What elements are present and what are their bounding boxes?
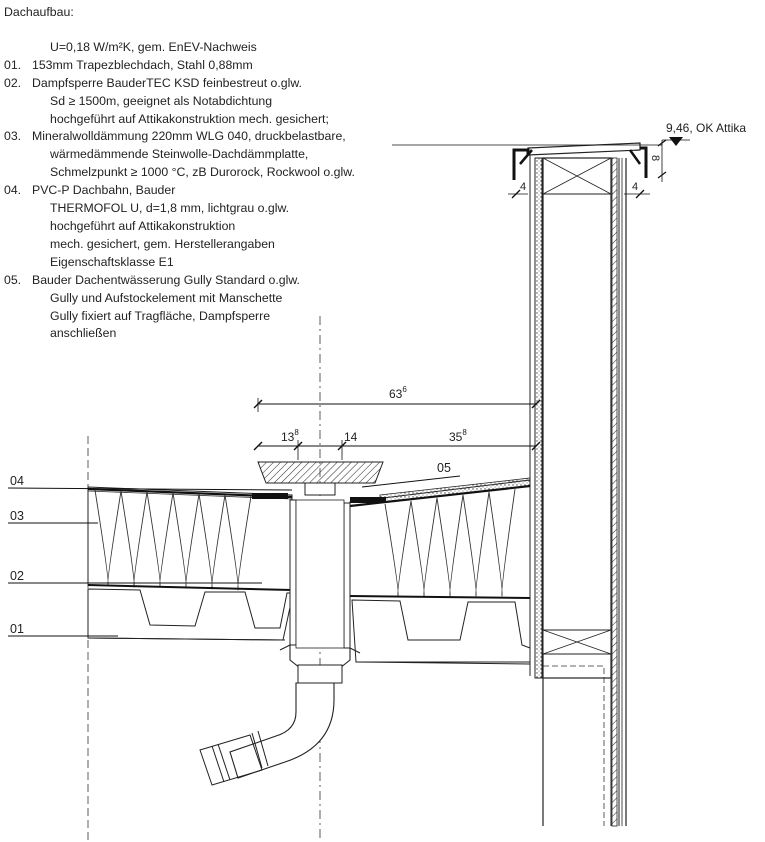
roof-section-right [349, 477, 531, 665]
dim-right: 358 [449, 428, 467, 444]
level-mark-label: 9,46, OK Attika [666, 121, 746, 135]
dim-mid: 14 [344, 430, 358, 444]
level-marker-icon [669, 137, 683, 146]
layer-labels: 04 03 02 01 05 [7, 461, 461, 637]
dim-cap-right: 4 [632, 181, 638, 193]
dim-cap-height: 8 [649, 155, 661, 161]
spec-u-value: U=0,18 W/m²K, gem. EnEV-Nachweis [50, 39, 257, 54]
dim-left: 138 [281, 428, 299, 444]
drain-pipe [229, 682, 335, 779]
parapet-coping [512, 142, 648, 180]
spec-item-05: 05.Bauder Dachentwässerung Gully Standar… [4, 272, 300, 341]
label-04: 04 [10, 474, 24, 488]
dim-total: 636 [389, 385, 407, 401]
label-03: 03 [10, 509, 24, 523]
label-01: 01 [10, 622, 24, 636]
spec-item-03: 03.Mineralwolldämmung 220mm WLG 040, dru… [4, 129, 355, 180]
spec-item-01: 01.153mm Trapezblechdach, Stahl 0,88mm [4, 57, 253, 72]
spec-item-02: 02.Dampfsperre BauderTEC KSD feinbestreu… [4, 75, 329, 126]
dimension-lines [253, 139, 690, 460]
dim-cap-left: 4 [520, 181, 526, 193]
insulation-pattern-right [384, 488, 516, 597]
gully [199, 461, 386, 786]
spec-title: Dachaufbau: [4, 5, 74, 19]
parapet [529, 150, 627, 827]
insulation-pattern-left [94, 489, 252, 591]
label-05: 05 [437, 461, 451, 475]
roof-build-up-spec: Dachaufbau: U=0,18 W/m²K, gem. EnEV-Nach… [4, 4, 355, 343]
roof-section-left [87, 486, 293, 641]
spec-item-04: 04.PVC-P Dachbahn, Bauder THERMOFOL U, d… [4, 183, 290, 269]
label-02: 02 [10, 569, 24, 583]
